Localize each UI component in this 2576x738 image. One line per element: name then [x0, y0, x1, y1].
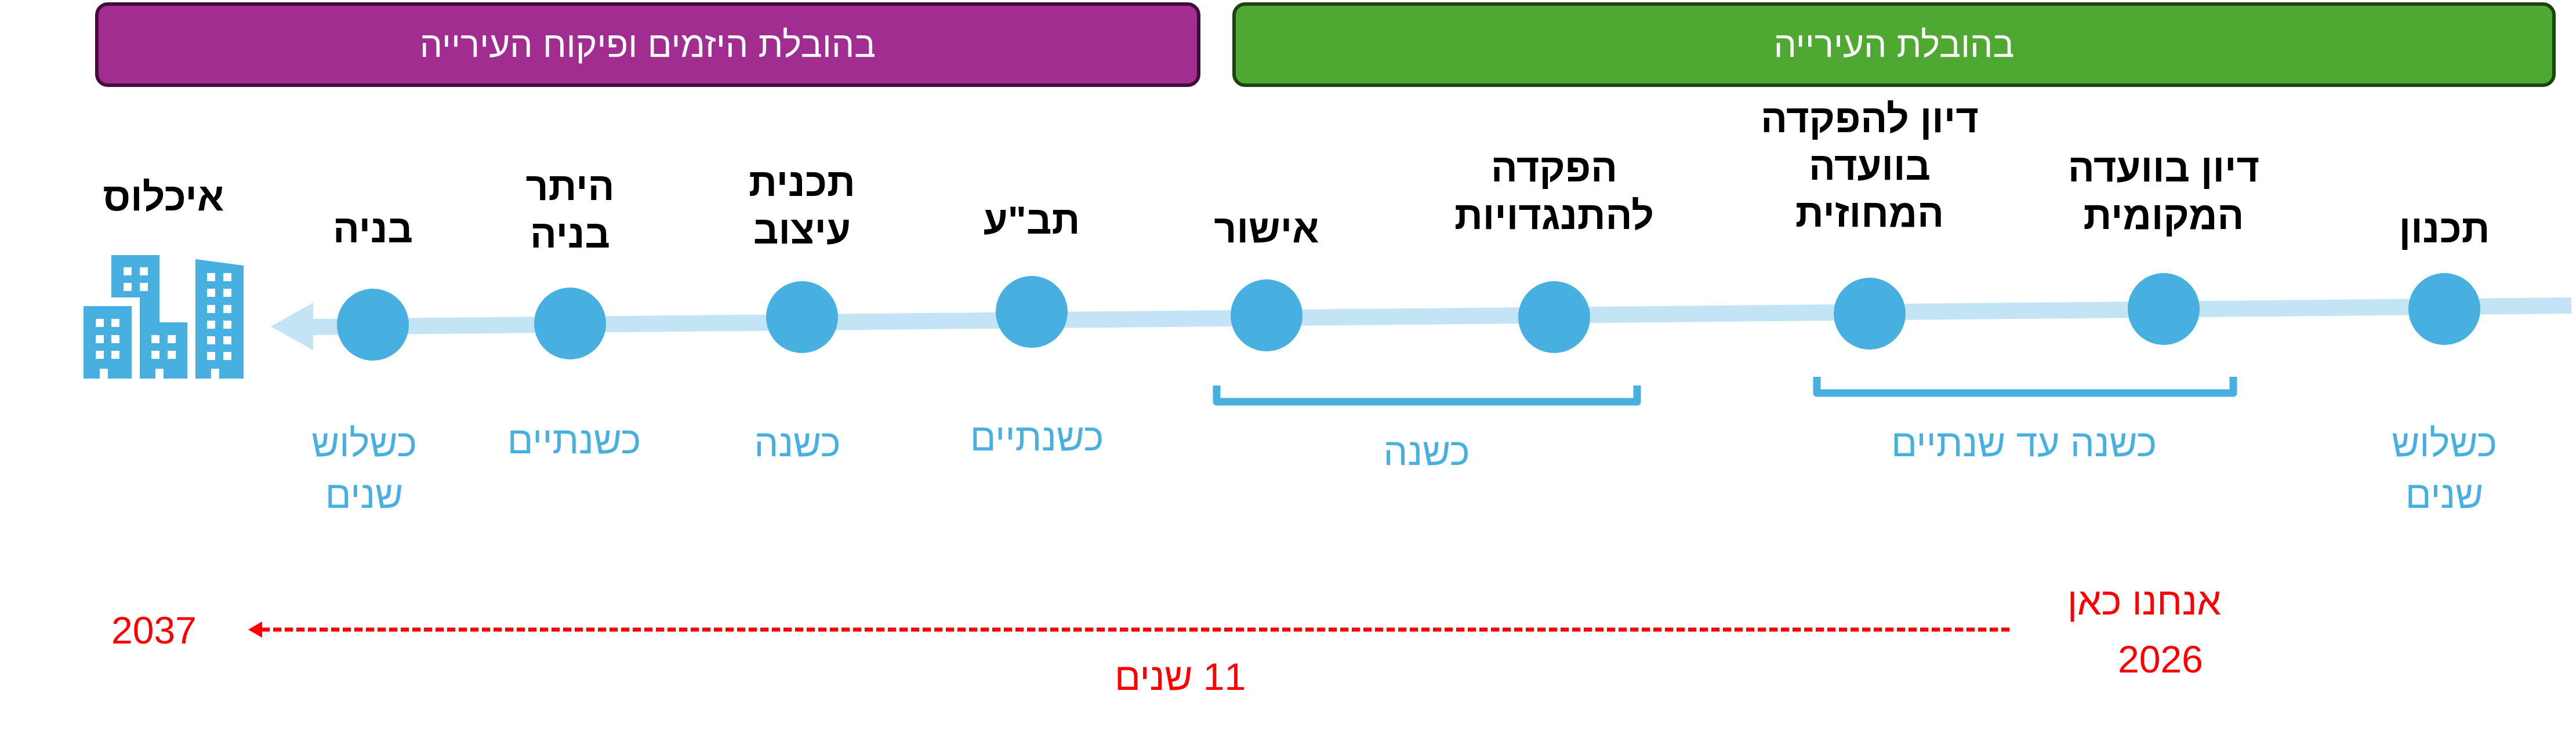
projection-arrowhead: [248, 621, 262, 638]
duration-line: כשלוש: [2392, 421, 2497, 464]
stage-label-line: תכנון: [2399, 207, 2490, 251]
stage-dot-2: [1834, 278, 1906, 350]
start-year: 2026: [2118, 635, 2203, 685]
we-are-here-label: אנחנו כאן: [2067, 577, 2221, 627]
timeline-arrowhead: [271, 303, 313, 350]
stage-dot-4: [1231, 279, 1302, 351]
stage-label-zoning-plan: תב"ע: [984, 197, 1080, 245]
timeline-track: [313, 297, 2571, 335]
duration-line: שנים: [2405, 473, 2484, 517]
duration-construction: כשלוש שנים: [311, 417, 417, 521]
stage-label-line: דיון בוועדה: [2067, 146, 2260, 190]
end-year-text: 2037: [111, 609, 197, 652]
duration-zoning-plan: כשנתיים: [970, 412, 1104, 463]
stage-dot-0: [2408, 273, 2480, 345]
stage-label-line: בניה: [333, 207, 413, 251]
stage-label-line: דיון להפקדה: [1761, 97, 1979, 141]
duration-objections-approval: כשנה: [1383, 426, 1470, 478]
duration-line: כשנתיים: [970, 416, 1104, 459]
we-are-here-text: אנחנו כאן: [2067, 580, 2221, 623]
stage-label-line: הפקדה: [1490, 146, 1618, 190]
stage-label-line: איכלוס: [103, 175, 224, 219]
stage-label-line: עיצוב: [753, 208, 851, 252]
duration-line: כשנה: [1383, 430, 1470, 473]
stage-label-line: אישור: [1214, 207, 1319, 251]
stage-label-planning: תכנון: [2399, 206, 2490, 253]
duration-line: שנים: [325, 473, 404, 517]
phase-city-label: בהובלת העירייה: [1773, 24, 2015, 65]
stage-label-construction: בניה: [333, 206, 413, 253]
duration-planning: כשלוש שנים: [2392, 417, 2497, 521]
stage-label-line: המחוזית: [1795, 191, 1944, 236]
stage-dot-8: [337, 289, 409, 361]
duration-line: כשנה עד שנתיים: [1891, 421, 2157, 464]
stage-label-line: תכנית: [749, 161, 855, 205]
duration-design-plan: כשנה: [754, 417, 840, 469]
stage-label-line: המקומית: [2083, 193, 2244, 238]
stage-label-approval: אישור: [1214, 206, 1319, 253]
bracket-district-local: [1813, 377, 2237, 397]
stage-label-occupancy: איכלוס: [103, 174, 224, 221]
stage-label-line: תב"ע: [983, 198, 1080, 242]
end-year: 2037: [111, 606, 197, 656]
span-label: 11 שנים: [1115, 652, 1246, 702]
duration-committees: כשנה עד שנתיים: [1891, 417, 2157, 469]
bracket-approval-objections: [1213, 386, 1641, 406]
stage-dot-1: [2128, 273, 2200, 345]
stage-dot-5: [996, 276, 1068, 348]
phase-banner-city: בהובלת העירייה: [1232, 2, 2556, 87]
phase-banner-developers: בהובלת היזמים ופיקוח העירייה: [95, 2, 1200, 87]
phase-developers-label: בהובלת היזמים ופיקוח העירייה: [419, 24, 876, 65]
duration-line: כשנה: [754, 421, 841, 464]
buildings-icon: [84, 255, 244, 379]
stage-dot-7: [534, 288, 606, 359]
duration-building-permit: כשנתיים: [507, 415, 641, 466]
duration-line: כשנתיים: [507, 419, 641, 461]
span-text: 11 שנים: [1115, 655, 1246, 698]
stage-label-line: להתנגדויות: [1454, 193, 1655, 238]
duration-line: כשלוש: [311, 421, 417, 464]
stage-label-line: בוועדה: [1808, 144, 1931, 188]
stage-label-line: בניה: [530, 212, 610, 256]
start-year-text: 2026: [2118, 638, 2203, 681]
stage-label-line: היתר: [525, 165, 615, 209]
stage-dot-6: [766, 281, 838, 353]
stage-dot-3: [1518, 281, 1590, 353]
